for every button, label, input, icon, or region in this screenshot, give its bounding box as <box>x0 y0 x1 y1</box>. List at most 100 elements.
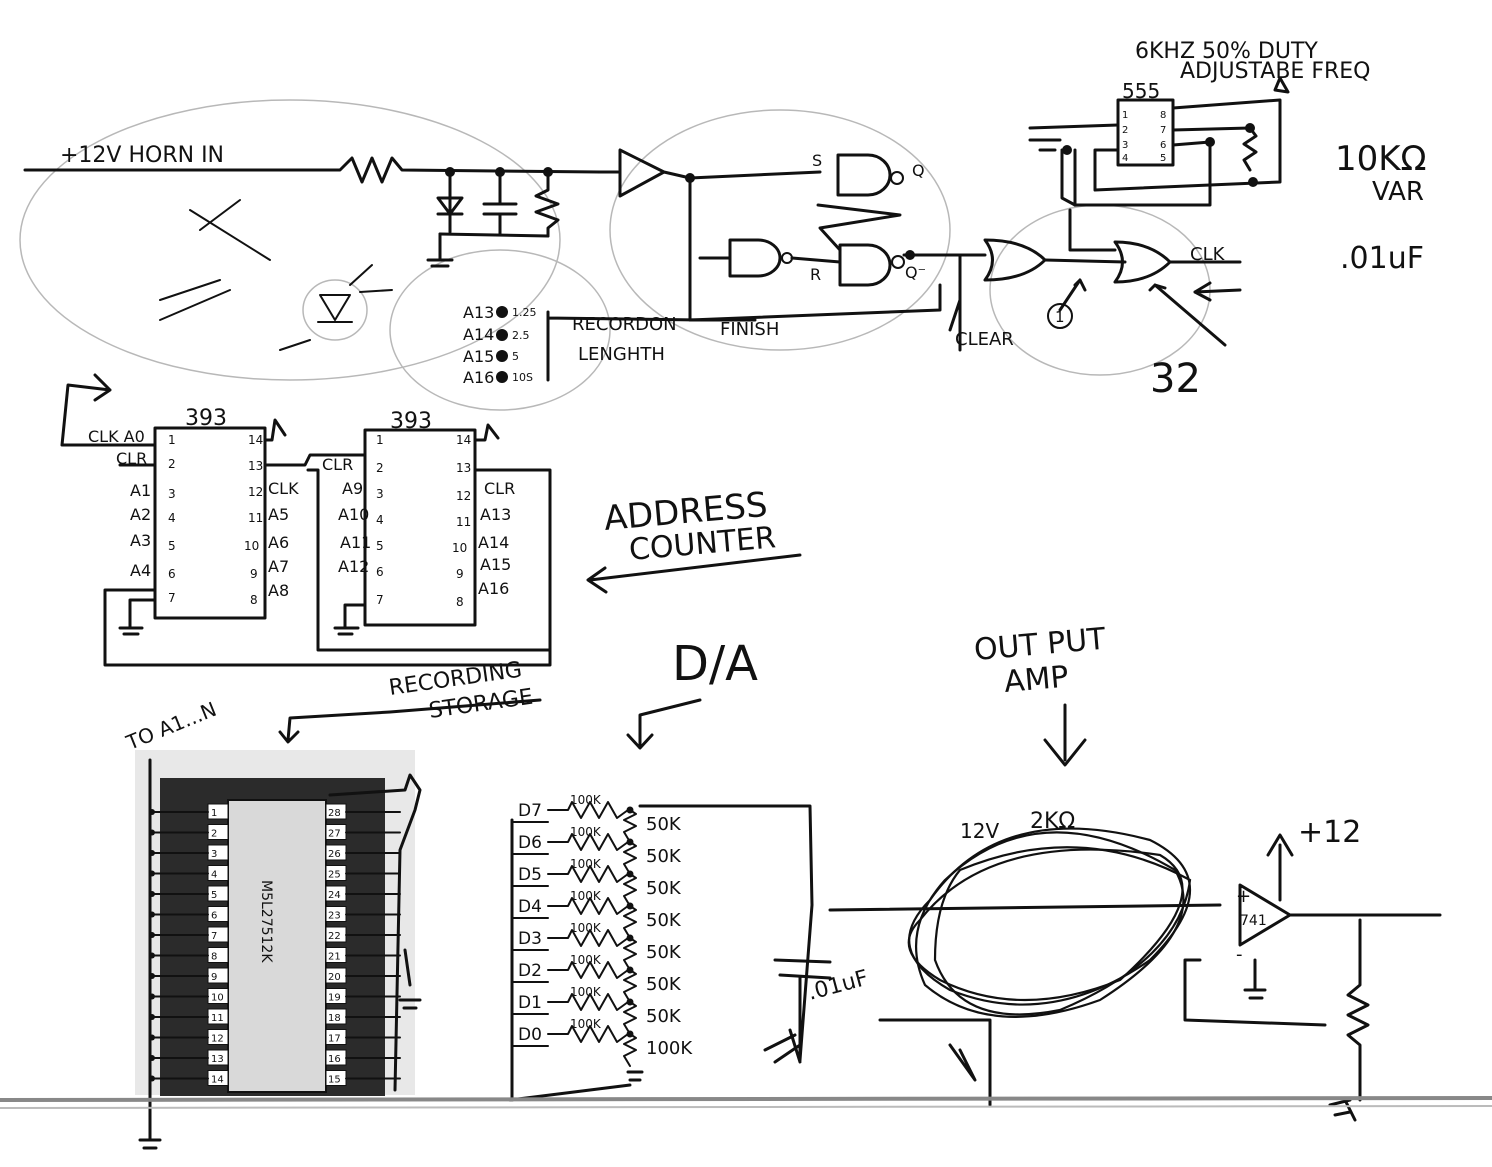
dac-series-label: 100K <box>570 1017 602 1031</box>
svg-text:9: 9 <box>250 567 258 581</box>
dac-bit-label: D1 <box>518 993 542 1013</box>
svg-text:7: 7 <box>1160 125 1166 136</box>
svg-text:A11: A11 <box>340 533 371 552</box>
svg-text:A14: A14 <box>478 533 509 552</box>
svg-text:11: 11 <box>456 515 471 529</box>
eprom-pin: 18 <box>325 1008 401 1025</box>
svg-text:4: 4 <box>1122 153 1128 164</box>
dac-ladder-label: 50K <box>646 846 682 867</box>
svg-text:A7: A7 <box>268 557 289 576</box>
length-tap: A16 10S <box>463 368 533 387</box>
svg-text:A16: A16 <box>478 579 509 598</box>
length-tap: A15 5 <box>463 347 519 366</box>
scan-fold <box>0 1096 1492 1109</box>
svg-text:2: 2 <box>1122 125 1128 136</box>
eprom-pin: 5 <box>149 885 229 902</box>
note-32-label: 32 <box>1150 356 1201 402</box>
svg-text:27: 27 <box>328 829 341 840</box>
counter-a-right-pins: 14 13 12 CLK 11 A5 10 A6 9 A7 8 A8 <box>244 433 299 607</box>
svg-text:A10: A10 <box>338 505 369 524</box>
svg-text:A16: A16 <box>463 368 494 387</box>
svg-text:A8: A8 <box>268 581 289 600</box>
svg-text:CLR: CLR <box>116 449 147 468</box>
eprom-pin: 24 <box>325 885 401 902</box>
svg-text:1: 1 <box>376 433 384 447</box>
svg-text:4: 4 <box>211 870 217 881</box>
dac-series-label: 100K <box>570 825 602 839</box>
counter-b-left-pins: 1 CLR 2 A9 3 A10 4 A11 5 A12 6 7 <box>322 433 384 607</box>
eprom-pin: 2 <box>149 824 229 840</box>
length-label: LENGHTH <box>578 344 665 365</box>
svg-text:1.25: 1.25 <box>512 306 537 319</box>
dac-bit-label: D2 <box>518 961 542 981</box>
svg-text:11: 11 <box>211 1013 224 1024</box>
dac-ladder-label: 50K <box>646 1006 682 1027</box>
eprom-pin: 25 <box>325 865 401 881</box>
eprom-pin: 1 <box>149 803 229 820</box>
dac-series-label: 100K <box>570 985 602 999</box>
svg-text:8: 8 <box>250 593 258 607</box>
address-counter: 393 393 CLK A0 1 CLR 2 A1 3 A2 4 A3 5 A4… <box>60 373 802 667</box>
svg-text:A3: A3 <box>130 531 151 550</box>
svg-text:1: 1 <box>1122 110 1128 121</box>
svg-text:A13: A13 <box>463 303 494 322</box>
svg-text:A15: A15 <box>480 555 511 574</box>
plus12-label: +12 <box>1298 815 1361 850</box>
svg-text:6: 6 <box>1160 140 1166 151</box>
svg-text:CLR: CLR <box>484 479 515 498</box>
dac-row: D1 100K 50K <box>511 985 682 1035</box>
eprom-pin: 14 <box>149 1070 229 1086</box>
eprom-pin: 11 <box>149 1008 229 1025</box>
qbar-label: Q⁻ <box>905 263 926 282</box>
svg-text:5: 5 <box>211 890 217 901</box>
eprom-pin: 8 <box>149 947 229 963</box>
svg-text:10S: 10S <box>512 371 533 384</box>
svg-text:13: 13 <box>456 461 471 475</box>
dac-ladder-label: 100K <box>646 1038 693 1059</box>
dac-series-label: 100K <box>570 921 602 935</box>
recording-storage: RECORDING STORAGE TO A1...N M5L27512K 12… <box>122 658 542 1150</box>
svg-text:26: 26 <box>328 849 341 860</box>
eprom-pin: 26 <box>325 844 401 861</box>
eprom-pin: 4 <box>149 865 229 881</box>
dac-series-label: 100K <box>570 889 602 903</box>
svg-text:20: 20 <box>328 972 341 983</box>
reset-label: R <box>810 265 821 284</box>
dac-series-label: 100K <box>570 953 602 967</box>
svg-text:2: 2 <box>211 829 217 840</box>
clock-gating: CLEAR CLK 1 32 <box>948 208 1242 402</box>
svg-text:3: 3 <box>1122 140 1128 151</box>
timer-555: 6KHZ 50% DUTY ADJUSTABE FREQ 555 1 2 3 4… <box>1028 39 1427 276</box>
q-label: Q <box>912 161 925 180</box>
clk-label: CLK <box>1190 244 1226 265</box>
svg-text:8: 8 <box>1160 110 1166 121</box>
svg-text:6: 6 <box>376 565 384 579</box>
svg-text:A2: A2 <box>130 505 151 524</box>
output-amp-label2: AMP <box>1003 659 1070 699</box>
pot-value-label: 10KΩ <box>1335 139 1427 179</box>
svg-text:A4: A4 <box>130 561 151 580</box>
svg-text:A6: A6 <box>268 533 289 552</box>
eprom-pin: 22 <box>325 926 401 943</box>
clear-label: CLEAR <box>955 329 1014 350</box>
svg-text:4: 4 <box>376 513 384 527</box>
dac-bit-label: D3 <box>518 929 542 949</box>
svg-text:A15: A15 <box>463 347 494 366</box>
svg-text:CLK A0: CLK A0 <box>88 427 145 446</box>
horn-input-circuit: +12V HORN IN <box>23 143 692 351</box>
counter-b-right-pins: 14 13 12 CLR 11 A13 10 A14 9 A15 8 A16 <box>452 433 515 609</box>
dac-bit-label: D4 <box>518 897 542 917</box>
eprom-pin: 20 <box>325 967 401 984</box>
counter-a-left-pins: CLK A0 1 CLR 2 A1 3 A2 4 A3 5 A4 6 7 <box>88 427 176 605</box>
svg-text:14: 14 <box>211 1075 224 1086</box>
svg-text:18: 18 <box>328 1013 341 1024</box>
svg-text:10: 10 <box>452 541 467 555</box>
eprom-pin: 7 <box>149 926 229 943</box>
set-label: S <box>812 151 822 170</box>
eprom-pin: 12 <box>149 1029 229 1045</box>
